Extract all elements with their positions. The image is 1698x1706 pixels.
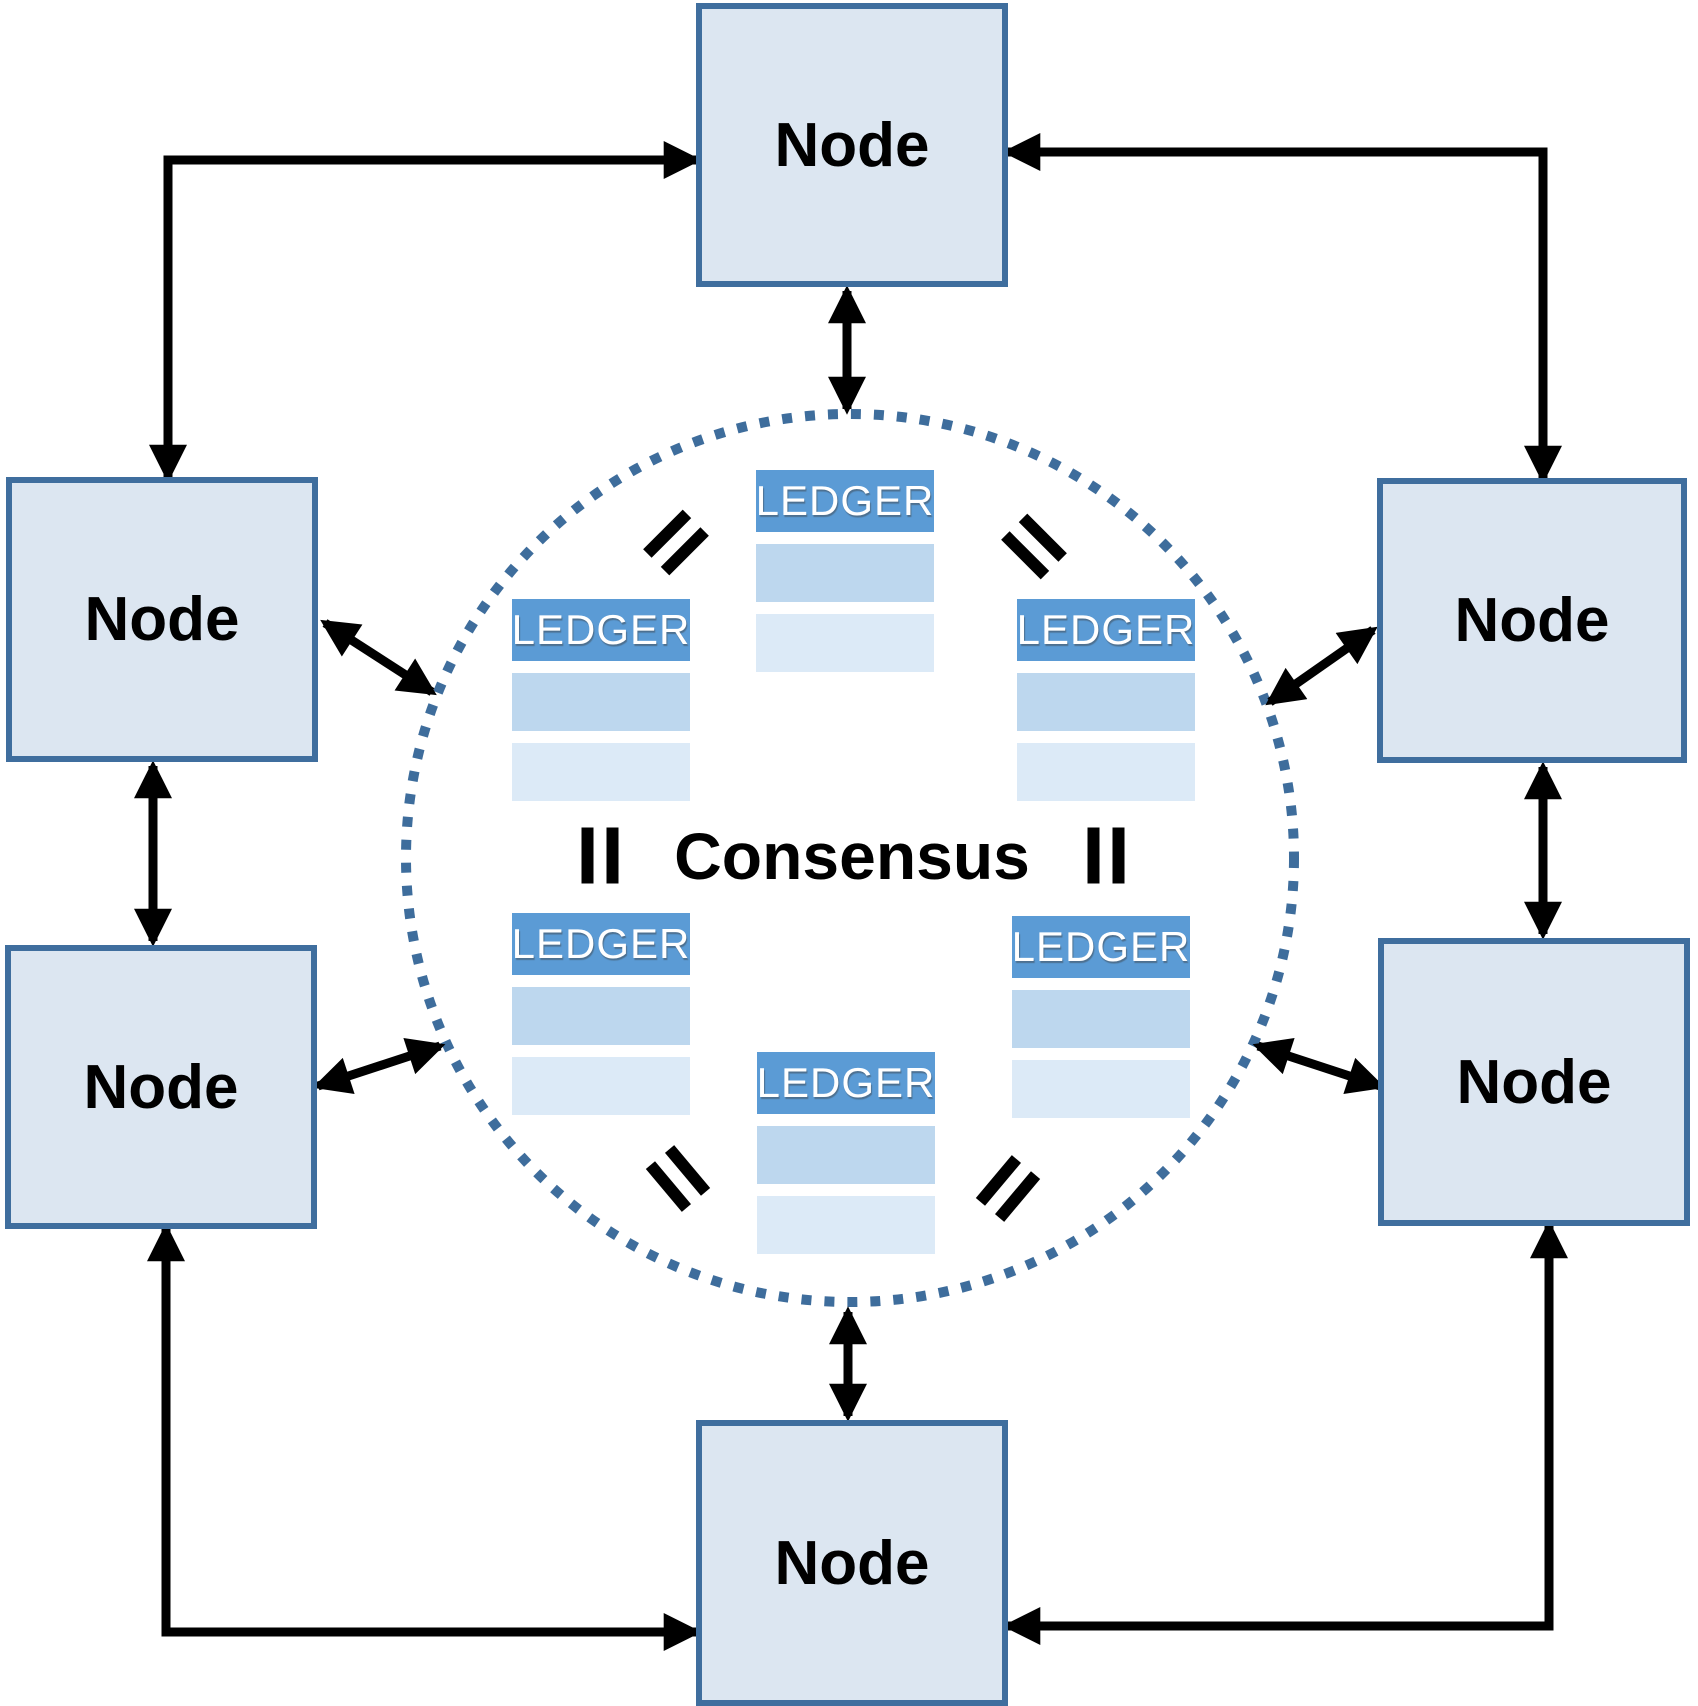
ledger-row xyxy=(757,1126,935,1184)
consensus-label: Consensus xyxy=(674,819,1030,893)
node-box-left-upper: Node xyxy=(6,477,318,762)
arrow-elbow-top-right xyxy=(1002,133,1562,484)
node-box-bottom: Node xyxy=(696,1420,1008,1706)
ledger-header: LEDGER xyxy=(756,470,934,532)
ledger-header: LEDGER xyxy=(757,1052,935,1114)
ledger-row xyxy=(512,743,690,801)
consensus-boundary-dotted-circle xyxy=(401,409,1299,1307)
node-label: Node xyxy=(1454,586,1610,655)
node-box-left-lower: Node xyxy=(5,945,317,1229)
arrow-diagonal-left-upper xyxy=(320,619,437,696)
ledger-row xyxy=(512,987,690,1045)
arrow-diagonal-left-lower xyxy=(312,1038,446,1094)
ledger-row xyxy=(1017,743,1195,801)
equals-icon xyxy=(1087,827,1125,884)
arrow-elbow-bottom-left xyxy=(147,1223,702,1651)
ledger-row xyxy=(756,544,934,602)
ledger-table-right-lower: LEDGER xyxy=(1012,916,1190,1118)
ledger-row xyxy=(756,614,934,672)
node-label: Node xyxy=(83,1052,239,1122)
ledger-row xyxy=(1012,1060,1190,1118)
ledger-header: LEDGER xyxy=(1017,599,1195,661)
ledger-header: LEDGER xyxy=(512,913,690,975)
arrow-elbow-bottom-right xyxy=(1002,1220,1568,1645)
arrow-elbow-top-left xyxy=(149,141,702,483)
ledger-table-bottom: LEDGER xyxy=(757,1052,935,1254)
node-box-top: Node xyxy=(696,3,1008,287)
ledger-table-right-upper: LEDGER xyxy=(1017,599,1195,801)
ledger-table-left-upper: LEDGER xyxy=(512,599,690,801)
equals-icon xyxy=(581,827,619,884)
arrow-diagonal-right-upper xyxy=(1265,626,1378,706)
ledger-table-left-lower: LEDGER xyxy=(512,913,690,1115)
ledger-row xyxy=(512,673,690,731)
ledger-table-top: LEDGER xyxy=(756,470,934,672)
ledger-row xyxy=(512,1057,690,1115)
ledger-header: LEDGER xyxy=(1012,916,1190,978)
node-label: Node xyxy=(774,1528,930,1598)
ledger-header: LEDGER xyxy=(512,599,690,661)
node-label: Node xyxy=(774,110,930,180)
node-label: Node xyxy=(84,585,240,654)
node-box-right-lower: Node xyxy=(1378,938,1690,1226)
ledger-row xyxy=(1017,673,1195,731)
ledger-row xyxy=(757,1196,935,1254)
node-box-right-upper: Node xyxy=(1377,478,1687,763)
arrow-diagonal-right-lower xyxy=(1252,1038,1386,1094)
ledger-row xyxy=(1012,990,1190,1048)
node-label: Node xyxy=(1456,1047,1612,1117)
